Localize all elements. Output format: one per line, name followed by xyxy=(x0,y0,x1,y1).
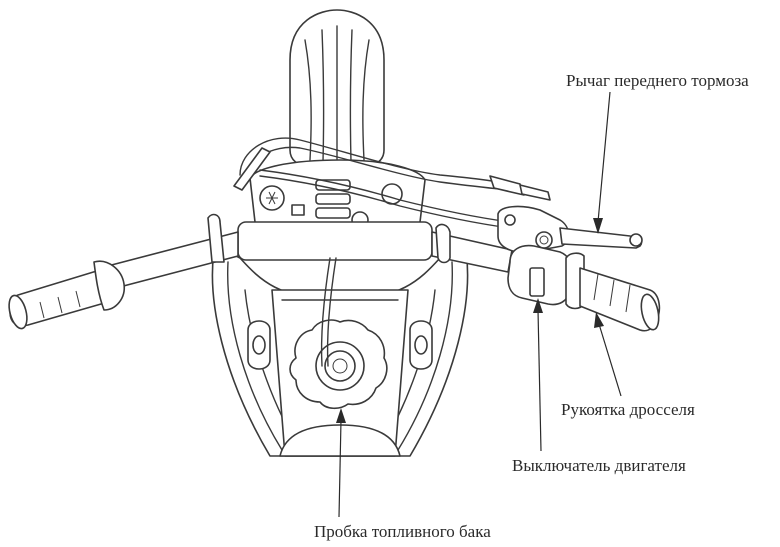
fuel-tank-cap-label: Пробка топливного бака xyxy=(314,523,491,540)
engine-stop-switch-label: Выключатель двигателя xyxy=(512,457,686,474)
fuel-tank-cap xyxy=(290,320,387,408)
triple-clamp xyxy=(250,160,425,230)
throttle-grip-label: Рукоятка дросселя xyxy=(561,401,695,418)
engine-stop-switch-housing xyxy=(508,246,573,305)
front-brake-lever-label: Рычаг переднего тормоза xyxy=(566,72,749,89)
number-plate xyxy=(290,10,384,166)
